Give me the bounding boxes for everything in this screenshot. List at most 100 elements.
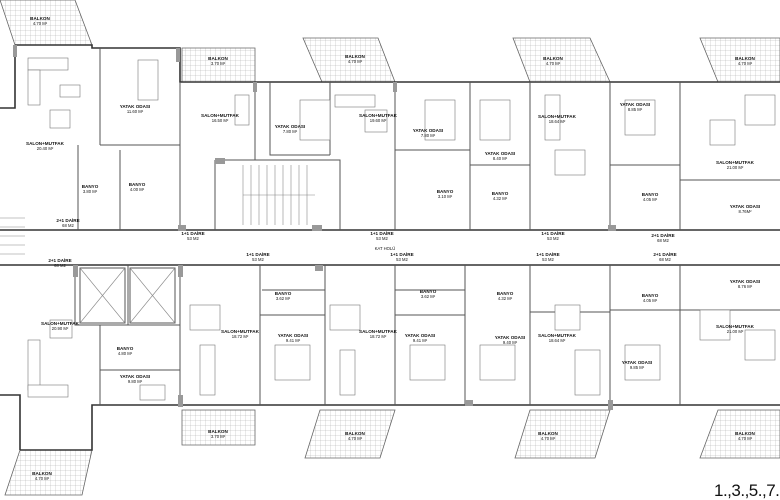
room-label-area: 4.00 M²	[130, 187, 145, 192]
furniture-item	[554, 149, 586, 176]
room-label-name: SALON+MUTFAK	[359, 113, 398, 118]
furniture-item	[27, 384, 69, 398]
furniture-item	[699, 309, 731, 341]
room-label-area: 9.85 M²	[630, 365, 645, 370]
furniture-item	[709, 119, 736, 146]
furniture-item	[574, 349, 601, 396]
room-label-name: BANYO	[497, 291, 514, 296]
room-label-name: SALON+MUTFAK	[716, 160, 755, 165]
room-label-area: 4.05 M²	[643, 298, 658, 303]
furniture-item	[364, 109, 388, 133]
room-label-area: 18.64 M²	[549, 119, 566, 124]
unit-label-area: 53 M2	[252, 257, 264, 262]
room-label-name: YATAK ODASI	[730, 279, 761, 284]
balcony-label-area: 4.70 M²	[738, 436, 753, 441]
furniture-item	[199, 344, 216, 396]
room-label-name: SALON+MUTFAK	[221, 329, 260, 334]
room-label-area: 4.32 M²	[493, 196, 508, 201]
furniture-item	[49, 319, 73, 339]
room-label-area: 21.00 M²	[727, 165, 744, 170]
unit-label-area: 53 M2	[396, 257, 408, 262]
balcony-label-name: BALKON	[32, 471, 52, 476]
room-label-name: SALON+MUTFAK	[41, 321, 80, 326]
balcony-label-name: BALKON	[735, 431, 755, 436]
furniture-item	[479, 99, 511, 141]
furniture-item	[334, 94, 376, 108]
unit-label-area: 53 M2	[376, 236, 388, 241]
room-label-area: 4.32 M²	[498, 296, 513, 301]
balcony	[181, 409, 256, 446]
furniture-item	[339, 349, 356, 396]
room-label-area: 19.60 M²	[370, 118, 387, 123]
room-label-area: 9.80 M²	[128, 379, 143, 384]
furniture-item	[744, 94, 776, 126]
unit-label-name: 2+1 DAİRE	[651, 232, 674, 238]
balcony-label-name: BALKON	[345, 54, 365, 59]
room-label-name: BANYO	[82, 184, 99, 189]
balcony-label-name: BALKON	[543, 56, 563, 61]
walls	[0, 44, 780, 451]
furniture-item	[234, 94, 250, 126]
balcony-label-name: BALKON	[208, 429, 228, 434]
room-label-area: 11.60 M²	[127, 109, 144, 114]
furniture-item	[274, 344, 311, 381]
room-label-name: SALON+MUTFAK	[359, 329, 398, 334]
unit-label-name: 2+1 DAİRE	[56, 217, 79, 223]
balcony	[304, 409, 396, 459]
room-label-name: BANYO	[437, 189, 454, 194]
room-label-name: YATAK ODASI	[620, 102, 651, 107]
furniture-item	[27, 57, 69, 71]
room-label-area: 3.80 M²	[83, 189, 98, 194]
unit-label-name: 1+1 DAİRE	[536, 251, 559, 257]
furniture-item	[49, 109, 71, 129]
unit-label-area: 53 M2	[542, 257, 554, 262]
room-label-name: YATAK ODASI	[275, 124, 306, 129]
room-label-name: YATAK ODASI	[405, 333, 436, 338]
unit-label-name: 2+1 DAİRE	[653, 251, 676, 257]
room-label-area: 3.10 M²	[438, 194, 453, 199]
room-label-name: BANYO	[275, 291, 292, 296]
unit-label-name: 1+1 DAİRE	[541, 230, 564, 236]
room-label-area: 8.76M²	[738, 209, 752, 214]
balcony-label-area: 4.70 M²	[738, 61, 753, 66]
room-label-area: 18.72 M²	[232, 334, 249, 339]
furniture-item	[137, 59, 159, 101]
unit-label-name: 1+1 DAİRE	[246, 251, 269, 257]
furniture-item	[554, 304, 581, 331]
elevator-shaft	[129, 267, 176, 324]
room-label-name: BANYO	[420, 289, 437, 294]
unit-label-name: 1+1 DAİRE	[370, 230, 393, 236]
balcony-label-name: BALKON	[30, 16, 50, 21]
room-label-area: 8.40 M²	[493, 156, 508, 161]
balcony-label-area: 3.70 M²	[211, 434, 226, 439]
room-label-name: SALON+MUTFAK	[538, 114, 577, 119]
room-label-area: 18.72 M²	[370, 334, 387, 339]
room-label-area: 8.76 M²	[738, 284, 753, 289]
furniture-item	[299, 99, 331, 141]
unit-label-area: 68 M2	[659, 257, 671, 262]
furniture-item	[27, 339, 41, 391]
